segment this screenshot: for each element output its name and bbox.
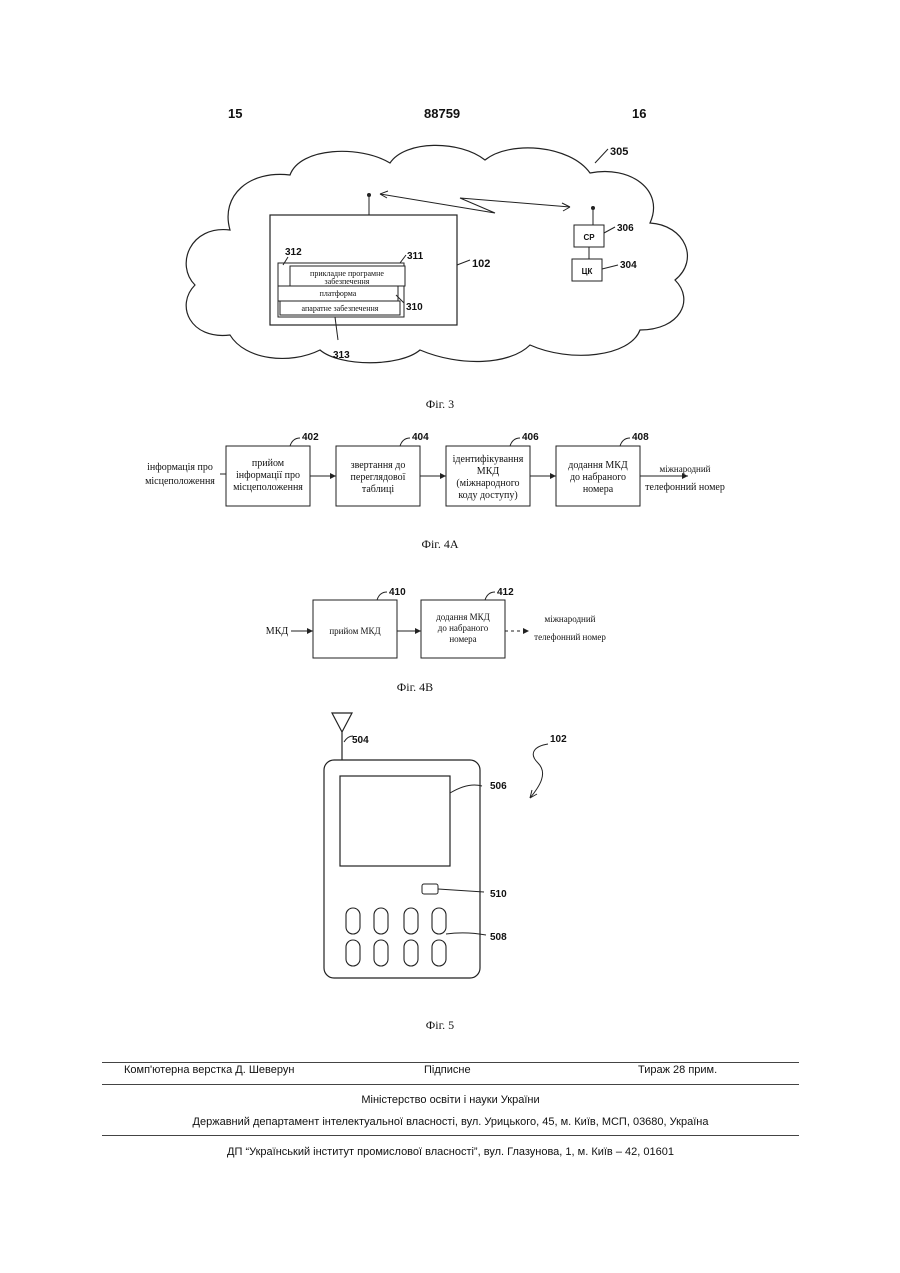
label-506: 506 — [490, 781, 507, 792]
page-number-right: 16 — [632, 106, 646, 121]
label-102-fig5: 102 — [550, 734, 567, 745]
layer-platform: платформа — [320, 289, 357, 298]
block-412: додання МКД до набраного номера 412 — [421, 587, 514, 658]
block-406: ідентифікування МКД (міжнародного коду д… — [446, 432, 539, 506]
block-406-line4: коду доступу) — [458, 490, 517, 501]
footer-circulation: Тираж 28 прим. — [638, 1064, 717, 1076]
footer-divider-middle — [102, 1084, 799, 1085]
footer-divider-bottom — [102, 1135, 799, 1136]
fig4b-output-line1: міжнародний — [545, 614, 596, 624]
label-311: 311 — [407, 251, 424, 262]
fig3-caption: Фіг. 3 — [400, 397, 480, 412]
block-412-line2: до набраного — [438, 623, 489, 633]
footer-signed: Підписне — [424, 1064, 471, 1076]
fig4b-output-line2: телефонний номер — [534, 632, 606, 642]
footer-department: Державний департамент інтелектуальної вл… — [102, 1116, 799, 1128]
block-402: прийом інформації про місцеположення 402 — [226, 432, 319, 506]
label-313: 313 — [333, 350, 350, 361]
fig5-caption: Фіг. 5 — [400, 1018, 480, 1033]
label-510: 510 — [490, 889, 507, 900]
block-406-line3: (міжнародного — [456, 478, 519, 489]
figure-5: 504 506 510 508 102 — [310, 708, 590, 993]
layer-apps-line2: забезпечення — [325, 277, 370, 286]
wireless-link — [380, 194, 570, 213]
label-312: 312 — [285, 247, 302, 258]
label-410: 410 — [389, 587, 406, 598]
sr-label: СР — [583, 233, 595, 242]
label-406: 406 — [522, 432, 539, 443]
label-304: 304 — [620, 260, 637, 271]
block-406-line2: МКД — [477, 466, 500, 477]
block-404-line2: переглядової — [351, 472, 406, 483]
phone-button — [422, 884, 438, 894]
label-408: 408 — [632, 432, 649, 443]
block-408-line1: додання МКД — [568, 460, 628, 471]
block-404-line3: таблиці — [362, 484, 394, 495]
network-cloud — [186, 145, 687, 362]
label-310: 310 — [406, 302, 423, 313]
block-410: прийом МКД 410 — [313, 587, 406, 658]
label-306: 306 — [617, 223, 634, 234]
block-402-line3: місцеположення — [233, 482, 303, 493]
label-305: 305 — [610, 146, 628, 158]
label-412: 412 — [497, 587, 514, 598]
fig4b-caption: Фіг. 4В — [375, 680, 455, 695]
phone-display — [340, 776, 450, 866]
fig4a-output-line1: міжнародний — [660, 464, 711, 474]
ck-label: ЦК — [582, 267, 593, 276]
footer-divider-top — [102, 1062, 799, 1063]
page-number-left: 15 — [228, 106, 242, 121]
block-408: додання МКД до набраного номера 408 — [556, 432, 649, 506]
figure-4a: інформація про місцеположення прийом інф… — [140, 428, 740, 518]
block-410-line1: прийом МКД — [329, 626, 380, 636]
patent-number: 88759 — [424, 106, 460, 121]
block-412-line1: додання МКД — [436, 612, 490, 622]
label-508: 508 — [490, 932, 507, 943]
block-412-line3: номера — [449, 634, 476, 644]
footer-ministry: Міністерство освіти і науки України — [102, 1094, 799, 1106]
block-404: звертання до переглядової таблиці 404 — [336, 432, 429, 506]
figure-3: 305 102 прикладне програмне забезпечення… — [170, 135, 710, 370]
fig4a-output-line2: телефонний номер — [645, 482, 725, 493]
fig4a-input-line2: місцеположення — [145, 476, 215, 487]
keypad — [346, 908, 446, 966]
fig4b-input: МКД — [266, 626, 289, 637]
layer-hardware: апаратне забезпечення — [302, 304, 379, 313]
footer-layout-credit: Комп'ютерна верстка Д. Шеверун — [124, 1064, 294, 1076]
block-402-line1: прийом — [252, 458, 285, 469]
fig4a-caption: Фіг. 4А — [400, 537, 480, 552]
figure-4b: МКД прийом МКД 410 додання МКД до набран… — [255, 584, 625, 664]
block-406-line1: ідентифікування — [453, 454, 524, 465]
label-102: 102 — [472, 258, 490, 270]
footer-institute: ДП “Український інститут промислової вла… — [102, 1146, 799, 1158]
block-408-line3: номера — [583, 484, 614, 495]
label-404: 404 — [412, 432, 429, 443]
phone-body — [324, 760, 480, 978]
block-404-line1: звертання до — [351, 460, 406, 471]
label-504: 504 — [352, 735, 369, 746]
label-402: 402 — [302, 432, 319, 443]
block-408-line2: до набраного — [570, 472, 626, 483]
fig4a-input-line1: інформація про — [147, 462, 213, 473]
block-402-line2: інформації про — [236, 470, 300, 481]
